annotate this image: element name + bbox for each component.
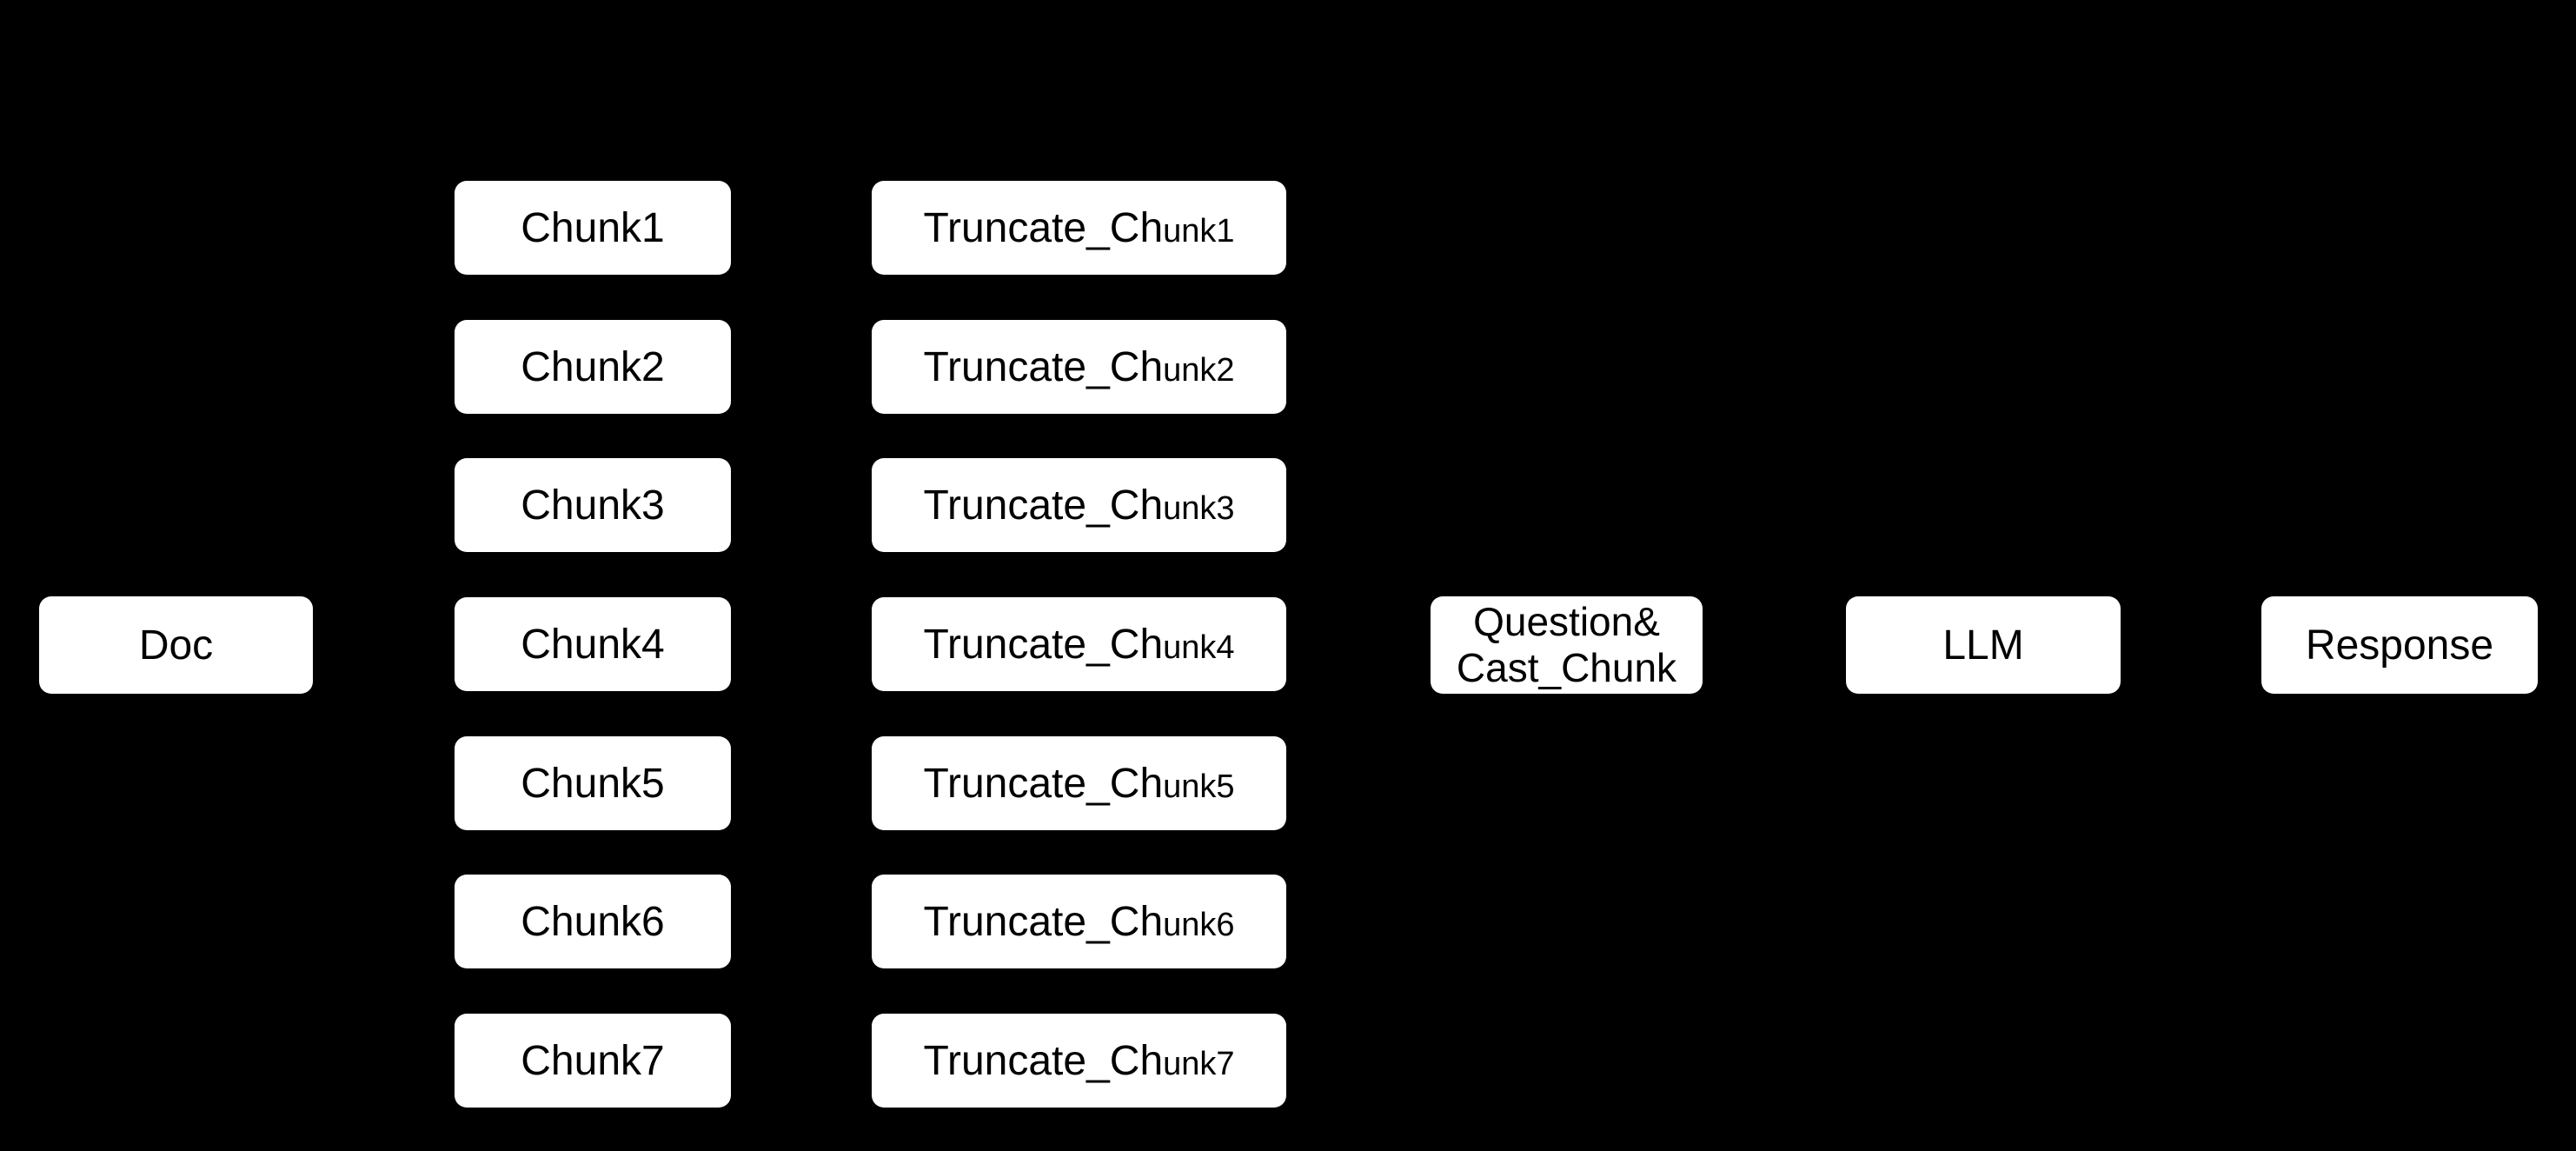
node-truncate-chunk-2-label: Truncate_Chunk2 [923, 343, 1235, 390]
node-response: Response [2261, 596, 2538, 694]
node-question-cast-chunk: Question& Cast_Chunk [1431, 596, 1703, 694]
node-truncate-chunk-1-label: Truncate_Chunk1 [923, 204, 1235, 251]
node-chunk-4: Chunk4 [455, 597, 731, 691]
node-truncate-chunk-6-label: Truncate_Chunk6 [923, 898, 1235, 945]
node-chunk-7-label: Chunk7 [521, 1037, 665, 1084]
node-chunk-7: Chunk7 [455, 1014, 731, 1108]
node-truncate-chunk-3: Truncate_Chunk3 [872, 458, 1286, 552]
node-truncate-chunk-5: Truncate_Chunk5 [872, 736, 1286, 830]
node-truncate-chunk-7-label: Truncate_Chunk7 [923, 1037, 1235, 1084]
node-doc: Doc [39, 596, 313, 694]
node-response-label: Response [2305, 622, 2494, 669]
node-truncate-chunk-4-label: Truncate_Chunk4 [923, 621, 1235, 668]
question-cast-line2: Cast_Chunk [1456, 645, 1677, 690]
node-truncate-chunk-4: Truncate_Chunk4 [872, 597, 1286, 691]
node-doc-label: Doc [138, 622, 214, 669]
node-truncate-chunk-7: Truncate_Chunk7 [872, 1014, 1286, 1108]
node-llm: LLM [1846, 596, 2121, 694]
node-chunk-6: Chunk6 [455, 875, 731, 968]
node-truncate-chunk-2: Truncate_Chunk2 [872, 320, 1286, 414]
node-truncate-chunk-1: Truncate_Chunk1 [872, 181, 1286, 275]
node-chunk-2: Chunk2 [455, 320, 731, 414]
node-chunk-1-label: Chunk1 [521, 204, 665, 251]
node-chunk-3-label: Chunk3 [521, 482, 665, 529]
node-chunk-5: Chunk5 [455, 736, 731, 830]
node-truncate-chunk-6: Truncate_Chunk6 [872, 875, 1286, 968]
question-cast-line1: Question& [1473, 599, 1660, 644]
node-chunk-1: Chunk1 [455, 181, 731, 275]
node-llm-label: LLM [1942, 622, 2024, 669]
node-truncate-chunk-5-label: Truncate_Chunk5 [923, 760, 1235, 807]
node-chunk-4-label: Chunk4 [521, 621, 665, 668]
node-chunk-3: Chunk3 [455, 458, 731, 552]
node-chunk-2-label: Chunk2 [521, 343, 665, 390]
node-chunk-5-label: Chunk5 [521, 760, 665, 807]
node-chunk-6-label: Chunk6 [521, 898, 665, 945]
node-truncate-chunk-3-label: Truncate_Chunk3 [923, 482, 1235, 529]
